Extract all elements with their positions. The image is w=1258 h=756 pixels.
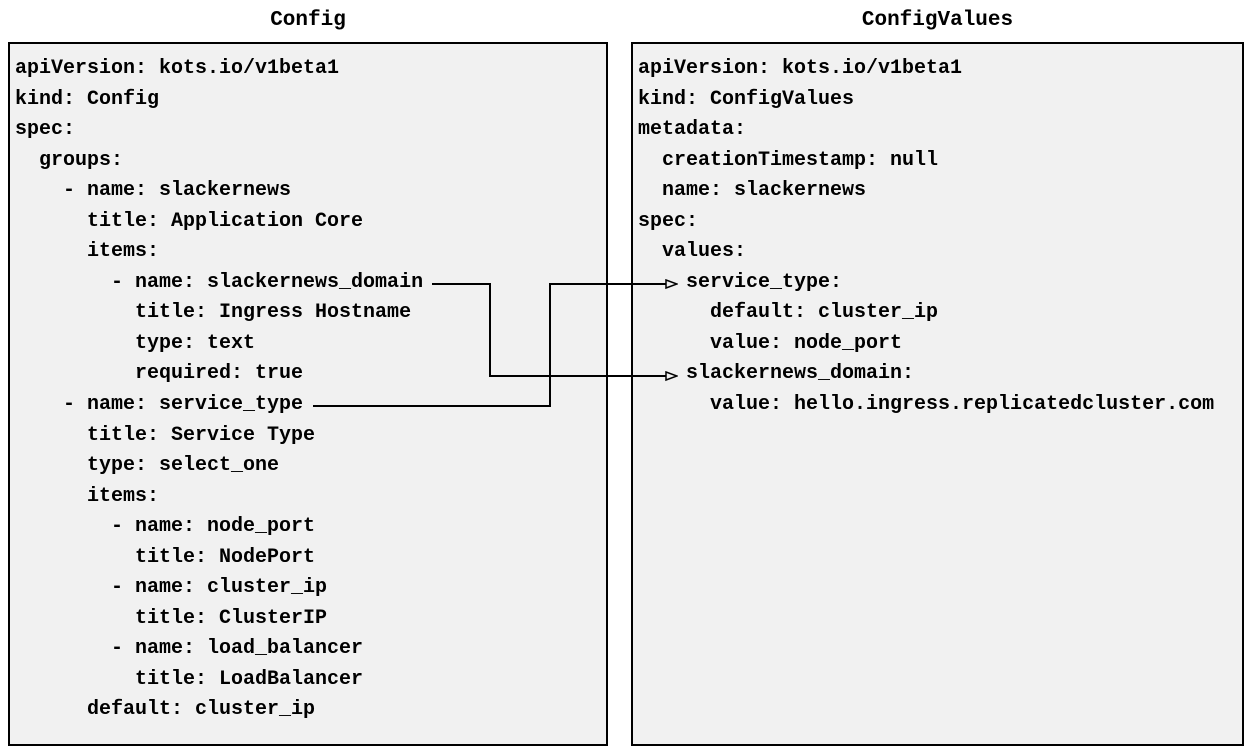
code-line: title: LoadBalancer (15, 667, 364, 691)
code-line: default: cluster_ip (15, 698, 316, 722)
code-line: value: node_port (638, 331, 903, 355)
code-line: title: NodePort (15, 545, 316, 569)
code-line: - name: service_type (15, 393, 304, 417)
code-line: default: cluster_ip (638, 301, 939, 325)
code-line: title: Application Core (15, 209, 364, 233)
config-panel-title: Config (270, 9, 346, 32)
code-line: kind: ConfigValues (638, 87, 855, 111)
code-line: type: text (15, 331, 256, 355)
code-line: required: true (15, 362, 304, 386)
code-line: metadata: (638, 118, 747, 142)
code-line: kind: Config (15, 87, 160, 111)
config-yaml-code: apiVersion: kots.io/v1beta1 kind: Config s… (10, 44, 606, 726)
code-line: title: Service Type (15, 423, 316, 447)
code-line: name: slackernews (638, 179, 867, 203)
code-line: creationTimestamp: null (638, 148, 939, 172)
code-line: apiVersion: kots.io/v1beta1 (15, 57, 340, 80)
code-line: apiVersion: kots.io/v1beta1 (638, 57, 963, 80)
config-panel: apiVersion: kots.io/v1beta1 kind: Config s… (8, 42, 608, 746)
code-line: spec: (15, 118, 76, 142)
code-line: slackernews_domain: (638, 362, 915, 386)
code-line: - name: slackernews (15, 179, 292, 203)
code-line: title: Ingress Hostname (15, 301, 412, 325)
code-line: items: (15, 484, 160, 508)
code-line: - name: load_balancer (15, 637, 364, 661)
configvalues-yaml-code: apiVersion: kots.io/v1beta1 kind: ConfigV… (633, 44, 1242, 421)
code-line: - name: slackernews_domain (15, 270, 424, 294)
code-line: spec: (638, 209, 699, 233)
code-line: - name: node_port (15, 515, 316, 539)
code-line: title: ClusterIP (15, 606, 328, 630)
configvalues-panel: apiVersion: kots.io/v1beta1 kind: ConfigV… (631, 42, 1244, 746)
code-line: values: (638, 240, 747, 264)
code-line: type: select_one (15, 454, 280, 478)
code-line: groups: (15, 148, 124, 172)
code-line: - name: cluster_ip (15, 576, 328, 600)
code-line: service_type: (638, 270, 843, 294)
code-line: items: (15, 240, 160, 264)
configvalues-panel-title: ConfigValues (861, 9, 1014, 32)
code-line: value: hello.ingress.replicatedcluster.c… (638, 393, 1215, 417)
